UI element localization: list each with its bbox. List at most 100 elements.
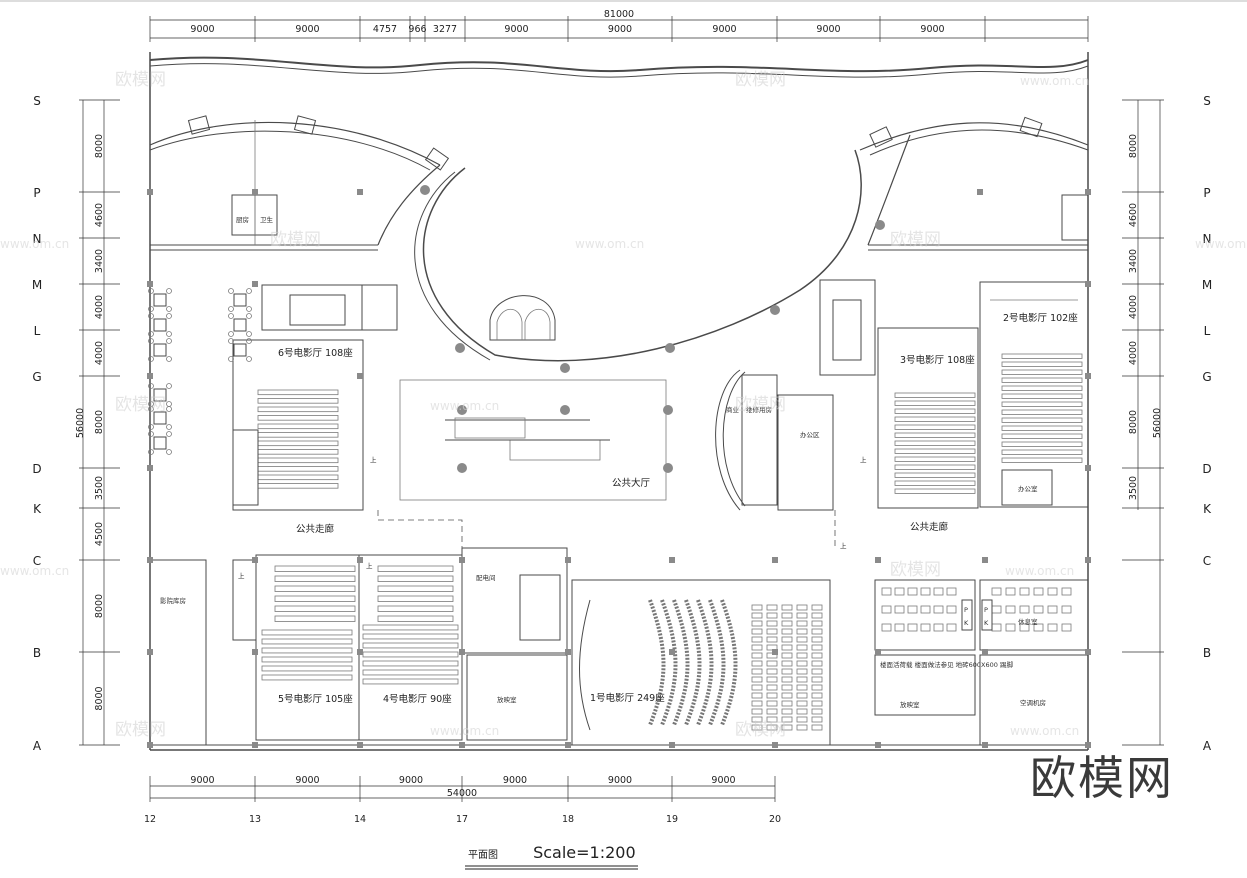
hall4b-row-0: [362, 624, 459, 631]
hall3-row-4: [894, 424, 976, 430]
left-total-dim: 56000: [75, 408, 86, 438]
hall1-seat-4-9: [811, 676, 823, 683]
roomR1-seat-1-4: [933, 605, 944, 614]
watermark-url-0: www.om.cn: [1020, 74, 1089, 88]
table-5: [153, 436, 167, 450]
hall6-row-9: [257, 466, 339, 472]
hall1-seat-2-14: [781, 716, 793, 723]
round-column-3: [457, 463, 467, 473]
chair-d-6: [246, 306, 252, 312]
hall2-row-5: [1001, 393, 1083, 399]
hall2-row-8: [1001, 417, 1083, 423]
hall1-seat-0-7: [751, 660, 763, 667]
hall2-row-10: [1001, 433, 1083, 439]
hall1-curve-row-3: [684, 599, 702, 726]
hall4b-row-4: [362, 660, 459, 667]
hall1-seat-3-2: [796, 620, 808, 627]
round-column-10: [420, 185, 430, 195]
hall1-seat-0-11: [751, 692, 763, 699]
table-2: [153, 343, 167, 357]
left-dim-2: 3400: [94, 249, 105, 273]
hall5-row-5: [274, 615, 356, 622]
left-dim-8: 8000: [94, 594, 105, 618]
roomR2-seat-2-2: [1019, 623, 1030, 632]
column-t-8: [1085, 189, 1091, 195]
left-dim-6: 3500: [94, 476, 105, 500]
left-dim-9: 8000: [94, 686, 105, 710]
roomR2-seat-1-1: [1005, 605, 1016, 614]
hall6-row-10: [257, 474, 339, 481]
column-b-8-2: [982, 742, 988, 748]
axis-left-S: S: [33, 94, 41, 108]
top-dim-6: 9000: [608, 24, 632, 35]
chair-d-1: [166, 331, 172, 337]
column-b-1-0: [252, 557, 258, 563]
hall-4: 4号电影厅 90座: [358, 554, 463, 741]
hall1-seat-4-13: [811, 708, 823, 715]
hall3-row-10: [894, 472, 976, 478]
hall1-seat-4-5: [811, 644, 823, 651]
column-b-9-2: [1085, 742, 1091, 748]
chair-d-4: [166, 424, 172, 430]
column-b-2-0: [357, 557, 363, 563]
bottom-axis-18: 18: [562, 814, 574, 825]
drawing-title: 平面图 Scale=1:200: [468, 843, 636, 862]
roomR1-seat-1-1: [894, 605, 905, 614]
roomR1-seat-1-5: [946, 605, 957, 614]
right-dim-1: 4600: [1128, 203, 1139, 227]
column-b-2-2: [357, 742, 363, 748]
top-dim-2: 4757: [373, 24, 397, 35]
column-b-5-1: [669, 649, 675, 655]
hall1-seat-0-12: [751, 700, 763, 707]
axis-right-C: C: [1203, 554, 1211, 568]
table-6: [233, 293, 247, 307]
hall1-seat-2-0: [781, 604, 793, 611]
hall2-row-2: [1001, 369, 1083, 375]
roomR2-seat-1-3: [1033, 605, 1044, 614]
hall1-seat-3-0: [796, 604, 808, 611]
column-b-3-1: [459, 649, 465, 655]
axis-left-G: G: [32, 370, 41, 384]
hall3-row-12: [894, 488, 976, 494]
hall2-row-0: [1001, 353, 1083, 359]
hall1-seat-0-13: [751, 708, 763, 715]
roomR1-seat-2-3: [920, 623, 931, 632]
bottom-axis-13: 13: [249, 814, 261, 825]
chair-a-7: [228, 313, 234, 319]
chair-b-5: [166, 431, 172, 437]
column-b-8-1: [982, 649, 988, 655]
right-total-dim: 56000: [1152, 408, 1163, 438]
watermark-url-8: www.om.cn: [1010, 724, 1079, 738]
roomR1-seat-2-1: [894, 623, 905, 632]
bottom-axis-20: 20: [769, 814, 781, 825]
bottom-dim-3: 9000: [503, 775, 527, 786]
hall1-seat-0-8: [751, 668, 763, 675]
left-dim-0: 8000: [94, 134, 105, 158]
hall1-seat-1-9: [766, 676, 778, 683]
label-projection2: 放映室: [900, 700, 920, 709]
left-dim-5: 8000: [94, 410, 105, 434]
bottom-axis-12: 12: [144, 814, 156, 825]
chair-c-2: [148, 356, 154, 362]
hall4b-row-2: [362, 642, 459, 649]
hall1-curve-row-4: [696, 599, 714, 726]
watermark-text-0: 欧模网: [115, 70, 166, 90]
chair-b-0: [166, 288, 172, 294]
hall1-seat-3-3: [796, 628, 808, 635]
watermark-url-1: www.om.cn: [575, 237, 644, 251]
left-curved-mezzanine: 厨房 卫生: [149, 115, 450, 251]
top-total-dim: 81000: [604, 9, 634, 20]
watermark-url-6: www.om.cn: [0, 564, 69, 578]
column-b-4-2: [565, 742, 571, 748]
hall1-curve-row-1: [660, 599, 678, 726]
hall2-row-3: [1001, 377, 1083, 383]
table-3: [153, 388, 167, 402]
hall1-seat-0-5: [751, 644, 763, 651]
dashed-links: [377, 510, 836, 548]
column-b-0-2: [147, 742, 153, 748]
tag-p-1: P: [964, 606, 968, 614]
axis-right-A: A: [1203, 739, 1212, 753]
roomR1-seat-1-0: [881, 605, 892, 614]
label-toilet: 卫生: [260, 215, 274, 224]
watermark-text-6: 欧模网: [890, 560, 941, 580]
